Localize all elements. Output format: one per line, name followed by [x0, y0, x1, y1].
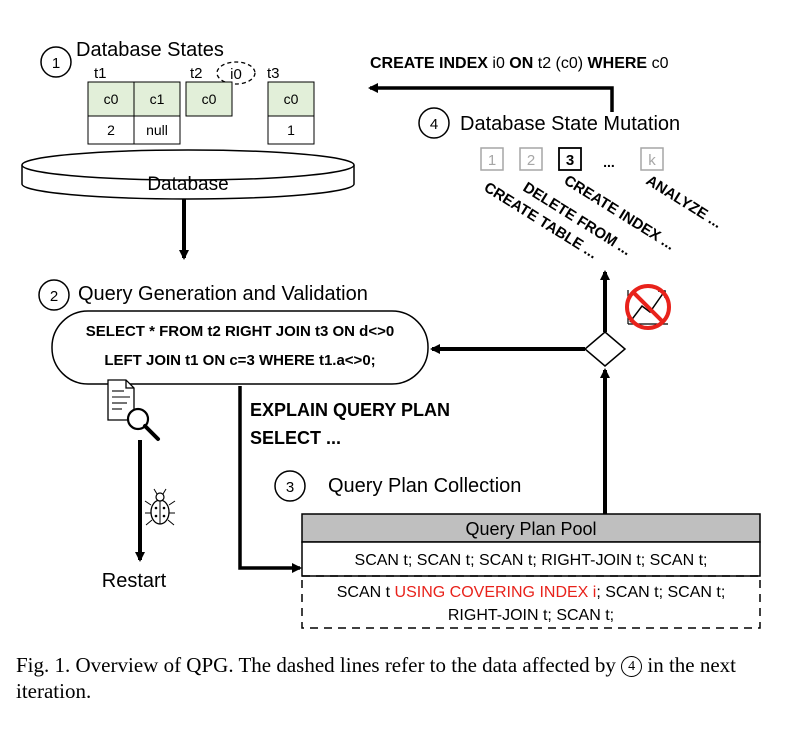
generation-title: Query Generation and Validation	[78, 283, 368, 305]
explain-line-1: EXPLAIN QUERY PLAN	[250, 400, 450, 420]
t1-value-c1: null	[146, 122, 168, 138]
arrow-explain-to-pool	[238, 386, 302, 573]
arrow-mutation-to-states	[368, 83, 614, 112]
query-plan-row-2	[301, 575, 761, 629]
query-plan-1: SCAN t; SCAN t; SCAN t; RIGHT-JOIN t; SC…	[355, 552, 708, 569]
caption-step-4-circle: 4	[621, 656, 643, 677]
step-3-number: 3	[286, 479, 294, 496]
step-3-circle	[274, 470, 306, 502]
step-1-circle	[40, 46, 72, 78]
mutation-box-3	[558, 147, 582, 171]
database-states-title: Database States	[76, 39, 224, 61]
index-i0-ellipse	[216, 61, 256, 85]
query-plan-row-1	[301, 541, 761, 577]
query-line-1: SELECT * FROM t2 RIGHT JOIN t3 ON d<>0	[86, 323, 394, 340]
t2-col-c0-label: c0	[202, 91, 217, 107]
mutation-box-2	[519, 147, 543, 171]
table-t2-name: t2	[190, 65, 203, 82]
mutation-box-1-label: 1	[488, 152, 496, 169]
t1-col-c1-label: c1	[150, 91, 165, 107]
table-t1-name: t1	[94, 65, 107, 82]
query-line-2: LEFT JOIN t1 ON c=3 WHERE t1.a<>0;	[104, 352, 375, 369]
mutation-box-1	[480, 147, 504, 171]
table-t1-cell	[87, 115, 135, 145]
table-t3-cell	[267, 115, 315, 145]
decision-diamond	[583, 331, 627, 367]
step-2-number: 2	[50, 288, 58, 305]
t1-col-c0-label: c0	[104, 91, 119, 107]
restart-label: Restart	[102, 570, 167, 592]
mutation-box-3-label: 3	[566, 152, 574, 169]
mutation-box-k	[640, 147, 664, 171]
no-growth-icon	[625, 284, 671, 330]
collection-title: Query Plan Collection	[328, 475, 521, 497]
table-t1-col-c1	[133, 81, 181, 117]
t3-col-c0-label: c0	[284, 91, 299, 107]
query-plan-2: SCAN t USING COVERING INDEX i; SCAN t; S…	[337, 584, 726, 601]
query-plan-pool-title: Query Plan Pool	[465, 519, 596, 539]
bug-icon	[144, 488, 176, 526]
database-disk-top	[21, 149, 355, 181]
mutation-box-k-label: k	[648, 152, 656, 169]
mutation-analyze: ANALYZE ...	[643, 172, 725, 232]
mutation-title: Database State Mutation	[460, 113, 680, 135]
query-box	[51, 310, 429, 385]
document-search-icon	[107, 379, 160, 441]
step-1-number: 1	[52, 55, 60, 72]
figure-caption: Fig. 1. Overview of QPG. The dashed line…	[16, 653, 737, 703]
t3-value-c0: 1	[287, 122, 295, 138]
table-t2-col-c0	[185, 81, 233, 117]
query-plan-2-cont: RIGHT-JOIN t; SCAN t;	[448, 607, 614, 624]
step-4-circle	[418, 107, 450, 139]
step-4-number: 4	[430, 116, 438, 133]
index-i0-label: i0	[230, 66, 242, 83]
t1-value-c0: 2	[107, 122, 115, 138]
table-t3-name: t3	[267, 65, 280, 82]
explain-line-2: SELECT ...	[250, 428, 341, 448]
database-label: Database	[147, 174, 228, 195]
table-t1-cell	[133, 115, 181, 145]
step-2-circle	[38, 279, 70, 311]
mutation-statement: CREATE INDEX i0 ON t2 (c0) WHERE c0	[370, 55, 669, 72]
mutation-box-2-label: 2	[527, 152, 535, 169]
mutation-box-ellipsis: ...	[603, 154, 615, 170]
table-t1-col-c0	[87, 81, 135, 117]
table-t3-col-c0	[267, 81, 315, 117]
